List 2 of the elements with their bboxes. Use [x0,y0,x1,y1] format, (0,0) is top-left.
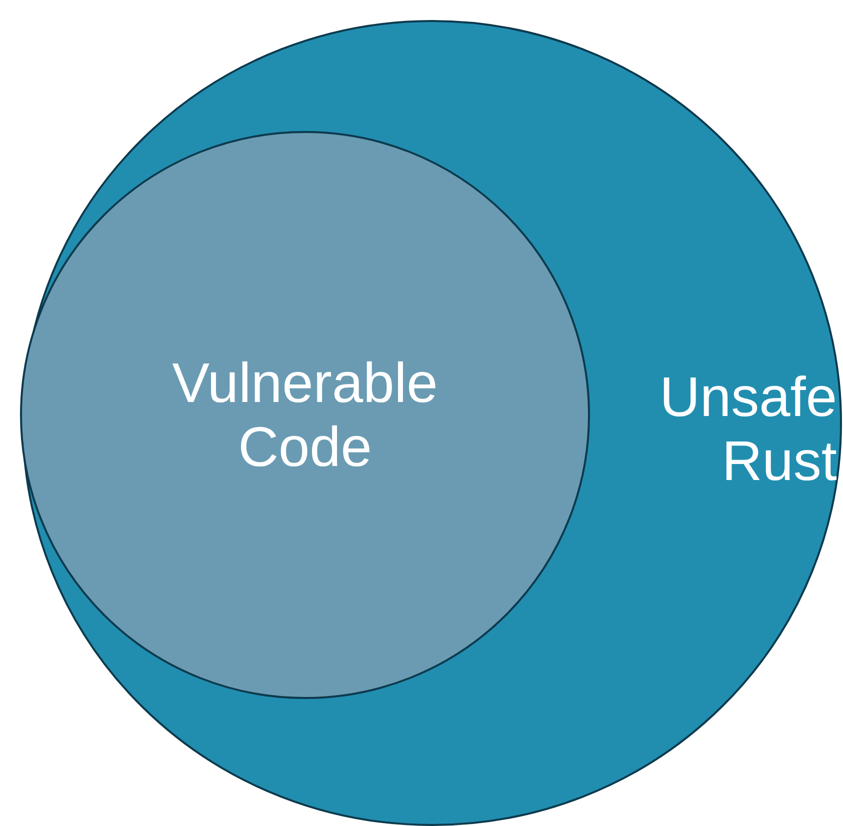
circle-label: Unsafe Rust [658,365,837,493]
circle-label: Vulnerable Code [171,351,439,479]
